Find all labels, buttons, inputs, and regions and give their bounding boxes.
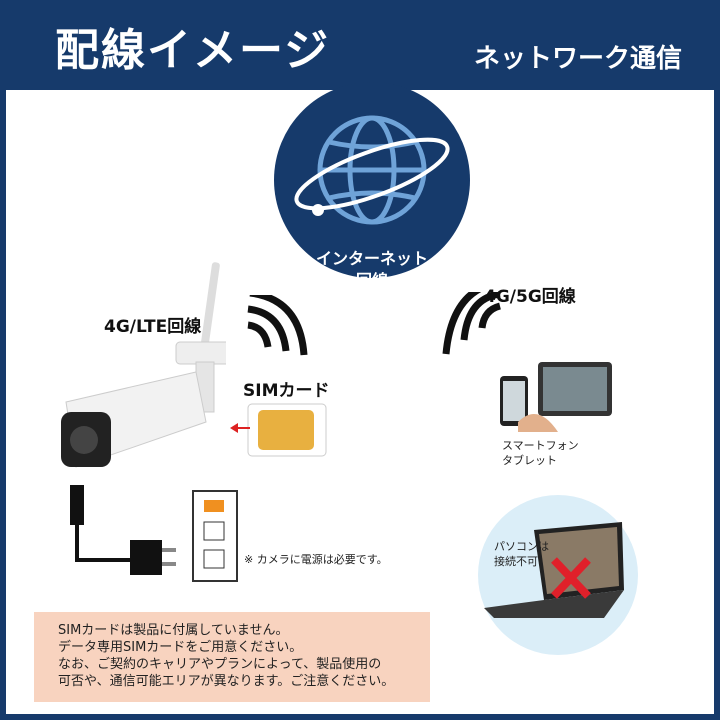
globe-icon [294, 115, 450, 225]
lte-label: 4G/LTE回線 [104, 317, 202, 337]
page-title: 配線イメージ [55, 25, 331, 76]
globe-label-line2: 回線 [355, 271, 388, 290]
sim-label: SIMカード [243, 381, 330, 401]
notice-line: データ専用SIMカードをご用意ください。 [58, 640, 303, 655]
power-adapter [70, 485, 176, 575]
globe-label-line1: インターネット [315, 249, 428, 268]
laptop-image [484, 522, 624, 618]
security-camera [61, 262, 226, 468]
pc-label-line2: 接続不可 [494, 555, 538, 568]
tablet-label: タブレット [502, 454, 557, 467]
smartphone-tablet-image [500, 362, 612, 432]
page-subtitle: ネットワーク通信 [473, 44, 682, 74]
signal-waves-icon [442, 292, 502, 355]
notice-line: 可否や、通信可能エリアが異なります。ご注意ください。 [58, 674, 395, 689]
notice-line: SIMカードは製品に付属していません。 [58, 623, 289, 638]
sim-card [230, 403, 327, 457]
internet-globe [274, 82, 470, 278]
notice-line: なお、ご契約のキャリアやプランによって、製品使用の [58, 657, 382, 672]
smartphone-label: スマートフォン [502, 439, 579, 452]
5g-label: 4G/5G回線 [484, 287, 576, 307]
signal-waves-icon [247, 295, 308, 356]
pc-label-line1: パソコンは [494, 540, 549, 553]
power-note: ※ カメラに電源は必要です。 [244, 553, 388, 566]
sim-notice: SIMカードは製品に付属していません。 データ専用SIMカードをご用意ください。… [34, 612, 430, 702]
wall-outlet [192, 490, 238, 582]
